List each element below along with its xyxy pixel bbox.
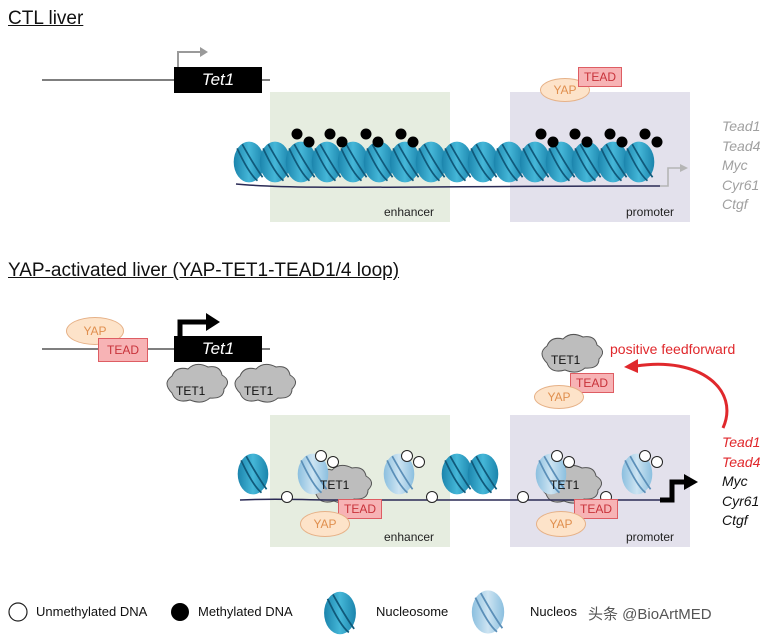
- yap-promoter: YAP: [536, 511, 586, 537]
- target-genes-bottom: Tead1 Tead4 Myc Cyr61 Ctgf: [722, 433, 760, 531]
- gene-ctgf-top: Ctgf: [722, 196, 748, 212]
- tead-feedforward: TEAD: [570, 373, 614, 393]
- gene-tead1-top: Tead1: [722, 118, 761, 134]
- gene-cyr61-top: Cyr61: [722, 176, 760, 193]
- tead-promoter: TEAD: [574, 499, 618, 519]
- enhancer-label-bottom: enhancer: [384, 530, 435, 544]
- promoter-label-bottom: promoter: [626, 530, 675, 544]
- gene-cyr61-bottom: Cyr61: [722, 492, 760, 509]
- feedforward-arrow: [635, 362, 729, 429]
- tet1-protein-1: TET1: [176, 384, 206, 398]
- tead-bottom-gene: TEAD: [98, 338, 148, 362]
- gene-myc-top: Myc: [722, 157, 748, 173]
- gene-tead4-top: Tead4: [722, 137, 761, 154]
- tet1-gene-bottom: Tet1: [174, 336, 262, 362]
- legend-symbols: [8, 589, 506, 636]
- watermark: 头条 @BioArtMED: [588, 606, 712, 623]
- enhancer-label-top: enhancer: [384, 205, 435, 219]
- yap-feedforward: YAP: [534, 385, 584, 409]
- gene-myc-bottom: Myc: [722, 473, 748, 489]
- tead-top: TEAD: [578, 67, 622, 87]
- legend-nucleosome-partial: Nucleos: [530, 604, 577, 619]
- gene-tead1-bottom: Tead1: [722, 434, 761, 450]
- tet1-protein-2: TET1: [244, 384, 274, 398]
- tet1-protein-enhancer: TET1: [320, 478, 350, 492]
- gene-ctgf-bottom: Ctgf: [722, 512, 748, 528]
- top-methyl-dots: [291, 128, 663, 148]
- top-tss-arrow: [177, 51, 200, 67]
- promoter-label-top: promoter: [626, 205, 675, 219]
- legend-methylated: Methylated DNA: [198, 604, 293, 619]
- bottom-chromatin: [236, 452, 660, 501]
- gene-tead4-bottom: Tead4: [722, 453, 761, 470]
- tead-enhancer: TEAD: [338, 499, 382, 519]
- bottom-tss-arrow: [177, 319, 208, 336]
- tet1-protein-3: TET1: [551, 353, 581, 367]
- yap-bottom-gene: YAP: [66, 317, 124, 345]
- feedforward-label: positive feedforward: [610, 341, 736, 357]
- target-genes-top: Tead1 Tead4 Myc Cyr61 Ctgf: [722, 117, 760, 215]
- yap-enhancer: YAP: [300, 511, 350, 537]
- tet1-gene-top: Tet1: [174, 67, 262, 93]
- legend-nucleosome: Nucleosome: [376, 604, 449, 619]
- legend-unmethylated: Unmethylated DNA: [36, 604, 148, 619]
- panel-title-yap-activated: YAP-activated liver (YAP-TET1-TEAD1/4 lo…: [8, 260, 400, 281]
- tet1-protein-promoter: TET1: [550, 478, 580, 492]
- panel-title-ctl: CTL liver: [8, 8, 84, 29]
- top-chromatin: [232, 140, 661, 189]
